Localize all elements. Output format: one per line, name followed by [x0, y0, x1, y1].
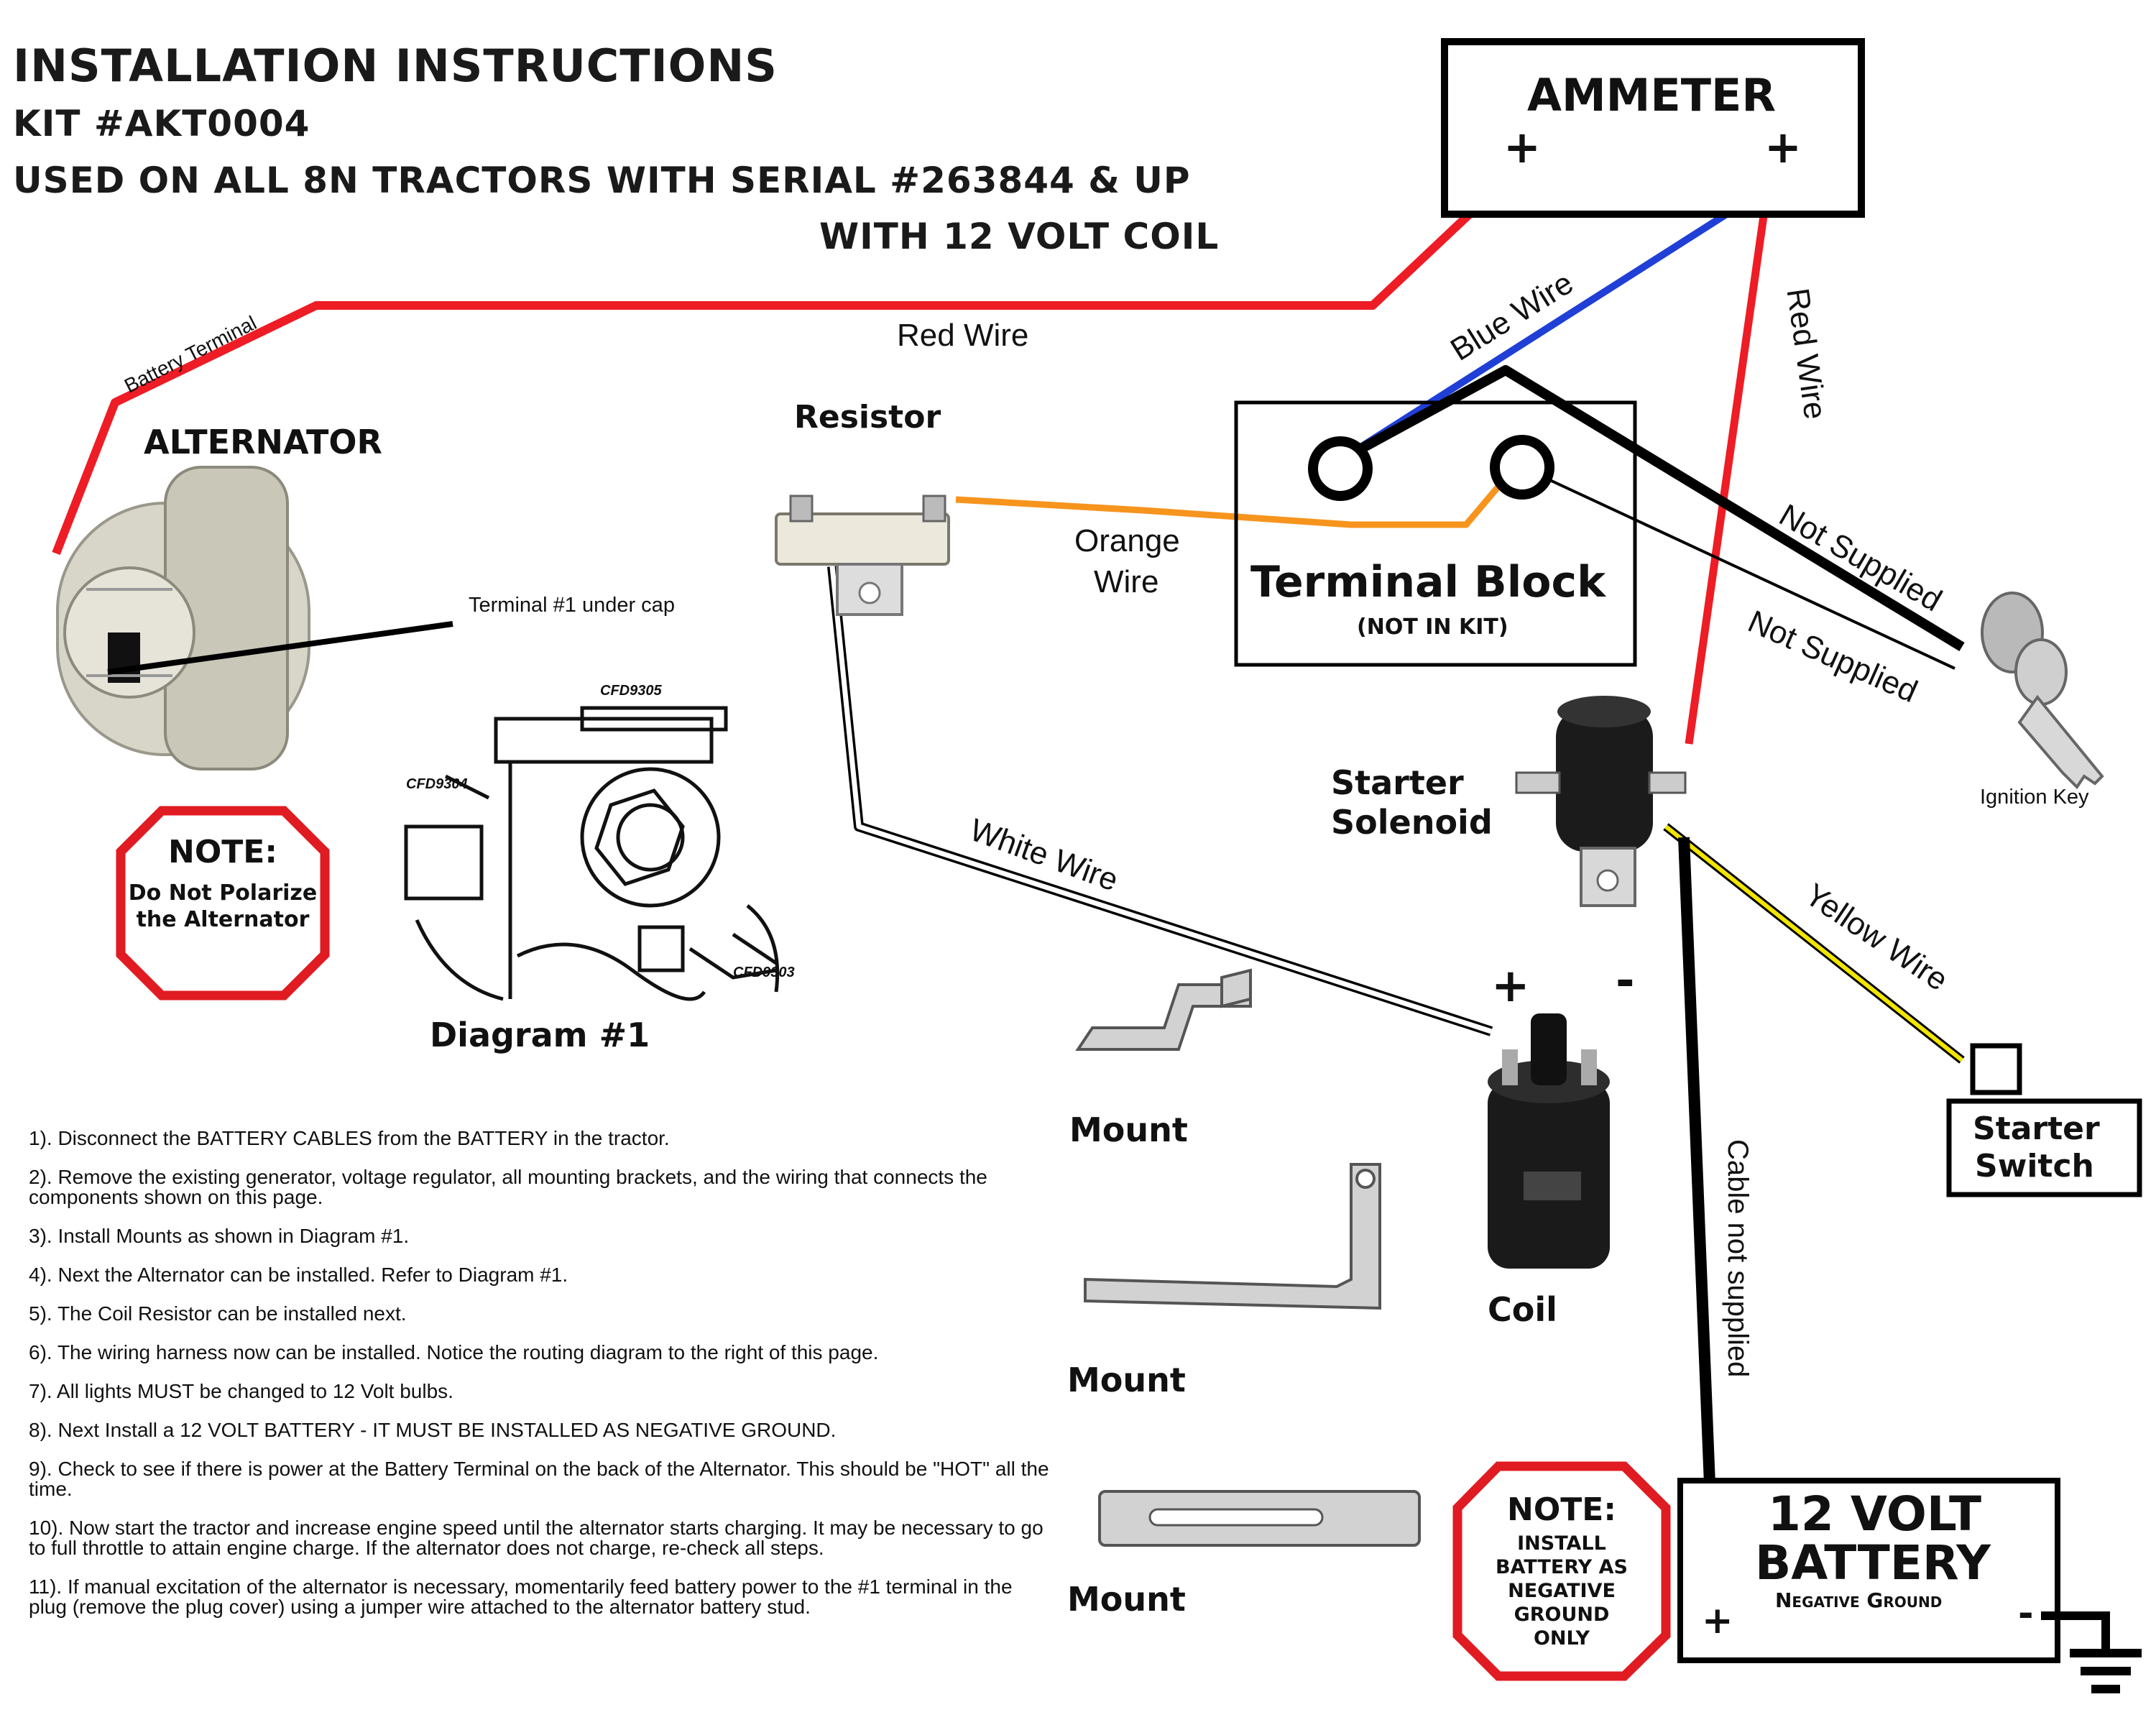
terminal-block-label: Terminal Block [1250, 557, 1606, 607]
orange-wire [955, 476, 1508, 528]
mount-1-label: Mount [1069, 1110, 1188, 1149]
white-wire-core [829, 566, 1493, 1034]
step-item: 7). All lights MUST be changed to 12 Vol… [29, 1380, 453, 1402]
red-wire-top-label: Red Wire [897, 318, 1029, 353]
step-item: 6). The wiring harness now can be instal… [29, 1341, 879, 1363]
ground-icon [2041, 1611, 2142, 1693]
diagram-1-sketch [404, 706, 780, 1001]
part-label-cfd9305: CFD9305 [600, 683, 662, 699]
step-item: 10). Now start the tractor and increase … [29, 1517, 1044, 1559]
starter-solenoid-label-2: Solenoid [1331, 803, 1493, 842]
ignition-key-image [1981, 592, 2104, 790]
step-item: 8). Next Install a 12 VOLT BATTERY - IT … [29, 1419, 837, 1441]
resistor-image [775, 494, 950, 616]
usage-line: USED ON ALL 8N TRACTORS WITH SERIAL #263… [13, 160, 1191, 201]
note-alternator-line1: Do Not Polarize [128, 880, 318, 906]
black-wire-thin [1521, 466, 1955, 670]
note-alternator-octagon [116, 806, 330, 1000]
step-item: 11). If manual excitation of the alterna… [29, 1576, 1013, 1618]
battery-cable [1678, 837, 1720, 1593]
step-item: 3). Install Mounts as shown in Diagram #… [29, 1225, 410, 1247]
terminal-block-box [1234, 400, 1637, 667]
coil-image [1488, 1013, 1610, 1269]
note-battery-line2: BATTERY AS [1496, 1556, 1628, 1578]
part-label-cfd9304: CFD9304 [406, 776, 468, 792]
starter-solenoid-image [1515, 696, 1687, 907]
ignition-key-label: Ignition Key [1980, 786, 2089, 809]
note-battery-line5: ONLY [1533, 1627, 1590, 1650]
coil-line: WITH 12 VOLT COIL [819, 216, 1220, 257]
page-title: INSTALLATION INSTRUCTIONS [13, 40, 778, 92]
step-item: 4). Next the Alternator can be installed… [29, 1264, 568, 1286]
step-item: 5). The Coil Resistor can be installed n… [29, 1302, 407, 1325]
alternator-image [56, 466, 310, 770]
note-battery-octagon [1452, 1461, 1671, 1681]
step-item: 9). Check to see if there is power at th… [29, 1458, 1049, 1500]
battery-label-2: BATTERY [1755, 1535, 1991, 1591]
mount-3-image [1098, 1490, 1421, 1547]
note-battery-title: NOTE: [1507, 1491, 1616, 1528]
note-battery-line4: GROUND [1514, 1604, 1610, 1626]
step-item: 2). Remove the existing generator, volta… [29, 1166, 987, 1208]
coil-plus: + [1491, 960, 1530, 1013]
black-wire-ignition [1337, 365, 1965, 651]
kit-number: KIT #AKT0004 [13, 103, 310, 144]
starter-switch-box [1946, 1098, 2142, 1197]
alternator-label: ALTERNATOR [144, 423, 382, 461]
note-alternator-line2: the Alternator [136, 907, 310, 932]
battery-plus: + [1702, 1599, 1733, 1642]
instruction-steps: 1). Disconnect the BATTERY CABLES from t… [29, 1128, 1049, 1636]
note-battery-line3: NEGATIVE [1508, 1580, 1616, 1602]
coil-minus: - [1616, 954, 1635, 1008]
mount-2-label: Mount [1067, 1361, 1186, 1399]
starter-switch-label-2: Switch [1975, 1148, 2094, 1184]
step-item: 1). Disconnect the BATTERY CABLES from t… [29, 1127, 670, 1149]
mount-1-image [1075, 968, 1252, 1051]
terminal-block-sub: (NOT IN KIT) [1357, 615, 1508, 640]
ammeter-box [1441, 38, 1865, 218]
yellow-wire-core [1664, 824, 1963, 1062]
ammeter-plus-right: + [1764, 121, 1802, 173]
battery-label-1: 12 VOLT [1768, 1486, 1981, 1542]
battery-minus: - [2018, 1592, 2034, 1635]
battery-box [1677, 1478, 2060, 1663]
starter-switch-label-1: Starter [1973, 1110, 2100, 1147]
starter-switch-button [1970, 1043, 2022, 1095]
resistor-label: Resistor [794, 399, 941, 436]
red-wire-solenoid [1685, 185, 1772, 745]
terminal-1-label: Terminal #1 under cap [469, 594, 675, 617]
ammeter-plus-left: + [1503, 121, 1541, 173]
mount-3-label: Mount [1067, 1580, 1186, 1619]
battery-sub-label: Negative Ground [1775, 1588, 1943, 1612]
orange-wire-label-1: Orange [1074, 523, 1180, 558]
part-label-cfd9303: CFD9303 [733, 965, 795, 980]
terminal-1-pointer [107, 621, 453, 675]
blue-wire [1338, 183, 1772, 464]
red-wire-alternator [52, 183, 1502, 556]
coil-label: Coil [1488, 1290, 1557, 1329]
note-battery-line1: INSTALL [1517, 1532, 1606, 1555]
orange-wire-label-2: Wire [1094, 564, 1159, 599]
terminal-post-right [1490, 435, 1554, 500]
starter-solenoid-label-1: Starter [1331, 763, 1464, 802]
note-alternator-title: NOTE: [168, 834, 277, 870]
diagram-1-caption: Diagram #1 [430, 1016, 650, 1054]
cable-not-supplied-label: Cable not supplied [1722, 1139, 1754, 1378]
ammeter-label: AMMETER [1527, 69, 1777, 121]
terminal-post-left [1308, 436, 1373, 501]
mount-2-image [1084, 1163, 1381, 1310]
